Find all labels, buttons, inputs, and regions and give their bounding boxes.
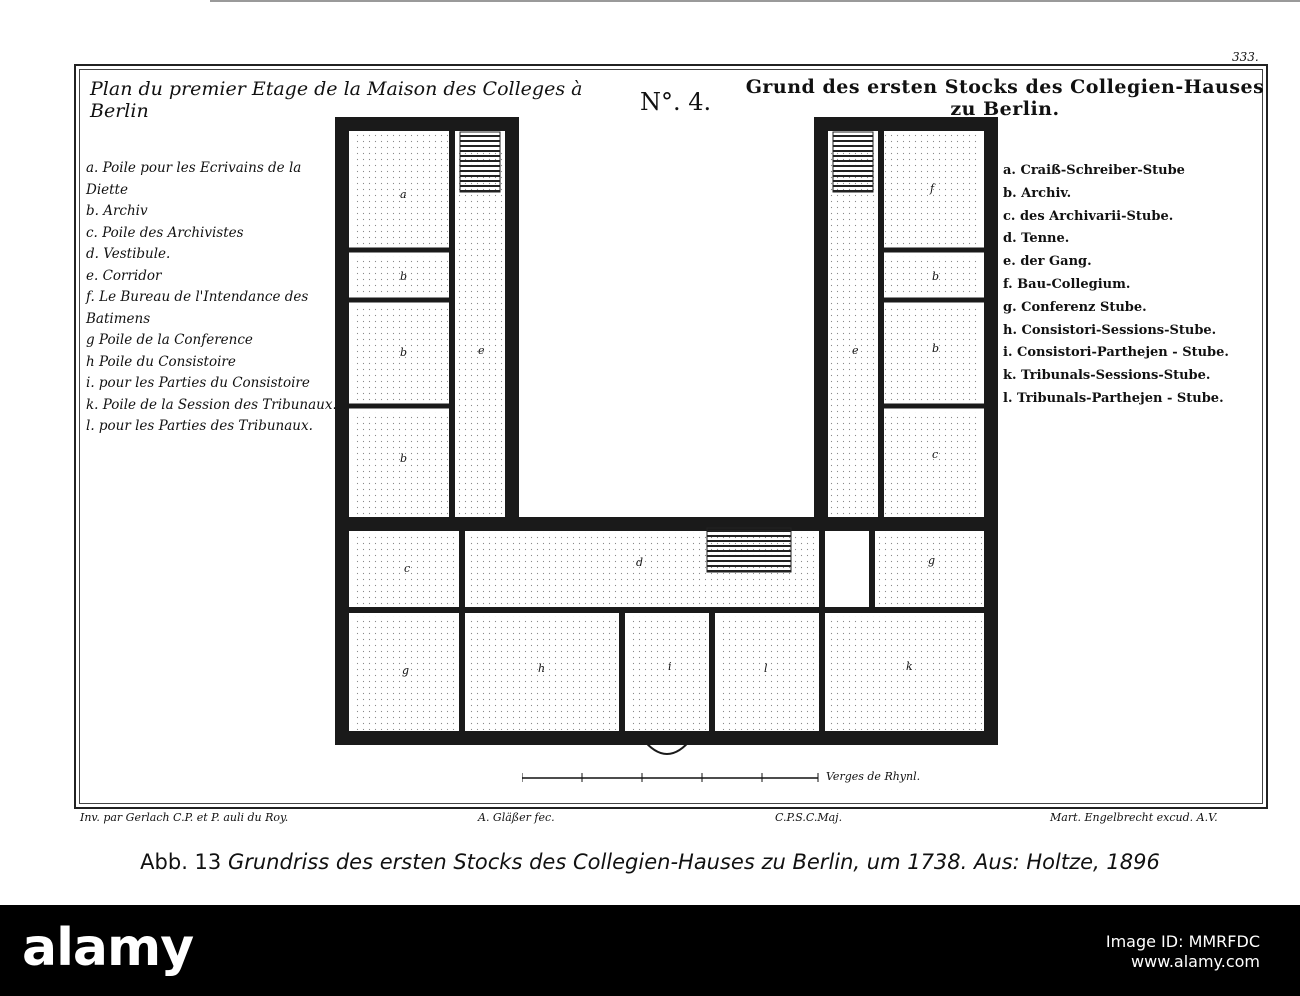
- engraving-inner-frame: [79, 69, 1263, 804]
- plate-number: N°. 4.: [640, 88, 712, 116]
- legend-fr-item: f. Le Bureau de l'Intendance des Batimen…: [86, 289, 309, 327]
- room-label-b: b: [932, 270, 939, 283]
- watermark-banner: [0, 905, 1300, 996]
- legend-fr-item: e. Corridor: [86, 267, 162, 284]
- scale-label: Verges de Rhynl.: [826, 770, 921, 783]
- room-label-h: h: [538, 662, 545, 675]
- legend-fr-item: l. pour les Parties des Tribunaux.: [86, 418, 313, 434]
- legend-de-item: g. Conferenz Stube.: [1003, 299, 1147, 315]
- room-label-a: a: [400, 188, 407, 201]
- caption-text: Grundriss des ersten Stocks des Collegie…: [227, 850, 1160, 874]
- legend-de-item: c. des Archivarii-Stube.: [1003, 208, 1174, 224]
- figure-caption: Abb. 13 Grundriss des ersten Stocks des …: [0, 850, 1300, 874]
- legend-fr-item: g Poile de la Conference: [86, 332, 253, 348]
- legend-de-item: e. der Gang.: [1003, 254, 1092, 270]
- legend-de-item: d. Tenne.: [1003, 231, 1070, 247]
- room-label-b: b: [932, 342, 939, 355]
- engraving-frame: [74, 64, 1268, 809]
- floor-plan: a b b b e f b b c e c d g g h i l k: [335, 117, 998, 755]
- legend-de-item: l. Tribunals-Parthejen - Stube.: [1003, 390, 1224, 406]
- title-french: Plan du premier Etage de la Maison des C…: [90, 78, 583, 122]
- room-label-c: c: [404, 562, 410, 575]
- credit-privilege: C.P.S.C.Maj.: [775, 811, 843, 824]
- room-labels: a b b b e f b b c e c d g g h i l k: [400, 182, 939, 677]
- brand-logo: alamy: [22, 918, 194, 978]
- room-label-g: g: [928, 554, 935, 567]
- room-label-f: f: [929, 182, 936, 195]
- room-label-g: g: [402, 664, 409, 677]
- room-label-l: l: [764, 662, 768, 675]
- legend-de-item: k. Tribunals-Sessions-Stube.: [1003, 368, 1211, 384]
- banner-meta: Image ID: MMRFDC www.alamy.com: [1106, 932, 1260, 972]
- room-label-d: d: [636, 556, 643, 569]
- entrance-steps: [641, 737, 693, 755]
- page-number: 333.: [1232, 50, 1259, 64]
- legend-de-item: h. Consistori-Sessions-Stube.: [1003, 322, 1217, 338]
- title-german: Grund des ersten Stocks des Collegien-Ha…: [745, 76, 1265, 120]
- legend-fr-item: d. Vestibule.: [86, 246, 171, 262]
- credit-publisher: Mart. Engelbrecht excud. A.V.: [1050, 811, 1218, 824]
- room-label-e: e: [478, 344, 485, 357]
- legend-de-item: f. Bau-Collegium.: [1003, 276, 1131, 292]
- legend-german: a. Craiß-Schreiber-Stube b. Archiv. c. d…: [1003, 160, 1268, 411]
- staircases: [459, 131, 874, 573]
- legend-fr-item: k. Poile de la Session des Tribunaux.: [86, 396, 337, 413]
- room-label-b: b: [400, 346, 407, 359]
- caption-label: Abb. 13: [140, 850, 222, 874]
- legend-de-item: b. Archiv.: [1003, 185, 1072, 201]
- legend-french: a. Poile pour les Ecrivains de la Diette…: [86, 158, 341, 438]
- credit-engraver: A. Gläßer fec.: [478, 811, 555, 824]
- credit-inventor: Inv. par Gerlach C.P. et P. auli du Roy.: [80, 811, 289, 824]
- legend-de-item: a. Craiß-Schreiber-Stube: [1003, 163, 1185, 178]
- legend-fr-item: i. pour les Parties du Consistoire: [86, 375, 310, 391]
- page-top-rule: [210, 0, 1300, 2]
- room-label-b: b: [400, 270, 407, 283]
- legend-fr-item: b. Archiv: [86, 203, 148, 219]
- legend-fr-item: a. Poile pour les Ecrivains de la Diette: [86, 160, 302, 198]
- legend-fr-item: h Poile du Consistoire: [86, 353, 236, 370]
- room-stipple: [352, 132, 982, 730]
- building-walls: [335, 117, 998, 745]
- image-id: Image ID: MMRFDC: [1105, 932, 1260, 951]
- room-label-i: i: [668, 660, 672, 673]
- room-label-b: b: [400, 452, 407, 465]
- legend-fr-item: c. Poile des Archivistes: [86, 224, 244, 241]
- scale-bar: [522, 773, 819, 782]
- room-label-k: k: [906, 660, 913, 673]
- room-label-e: e: [852, 344, 859, 357]
- site-url: www.alamy.com: [1131, 952, 1260, 971]
- legend-de-item: i. Consistori-Parthejen - Stube.: [1003, 345, 1229, 361]
- room-label-c: c: [932, 448, 938, 461]
